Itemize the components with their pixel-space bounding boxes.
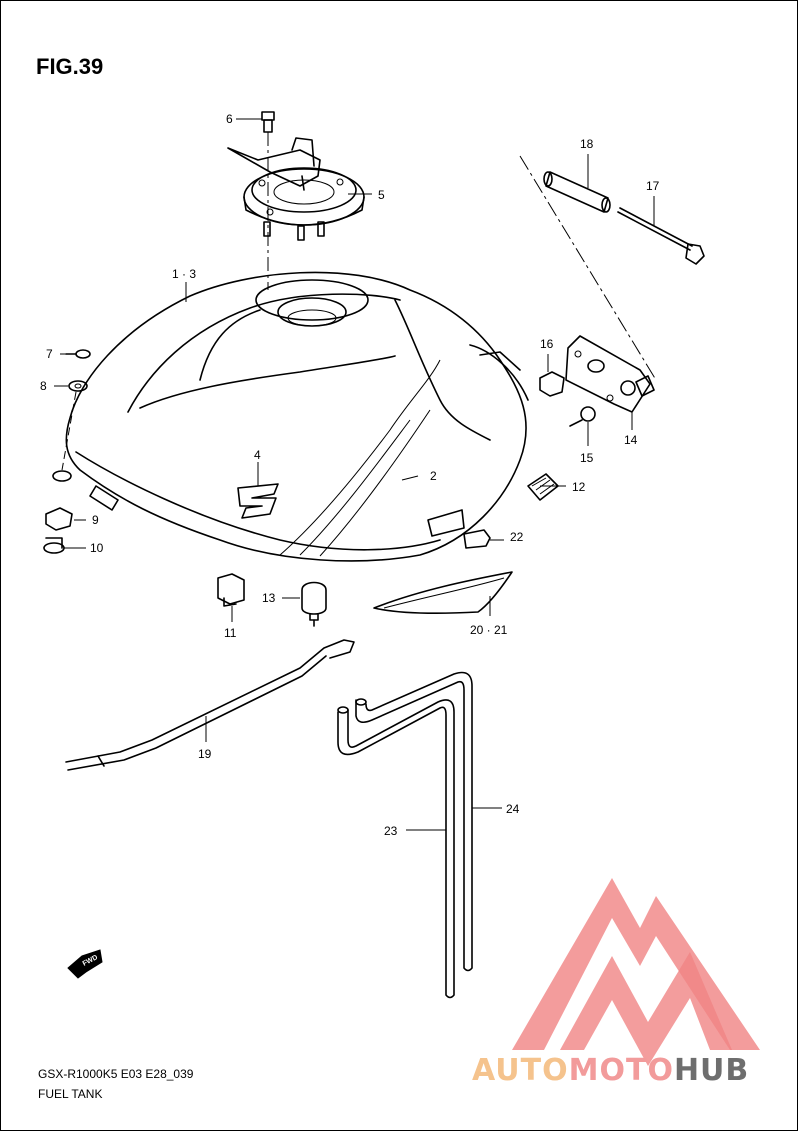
section-name: FUEL TANK — [38, 1087, 102, 1101]
bolt-6[interactable] — [261, 111, 275, 133]
model-code: GSX-R1000K5 E03 E28_039 — [38, 1067, 194, 1081]
bolt-15[interactable] — [569, 406, 596, 427]
clip-22[interactable] — [463, 529, 491, 549]
cover-20-21[interactable] — [373, 571, 513, 614]
tank-bracket-washer[interactable] — [52, 470, 72, 482]
callout-24: 24 — [506, 802, 520, 816]
logo-part-moto: MOTO — [569, 1053, 674, 1088]
callout-18: 18 — [580, 137, 594, 151]
callout-10: 10 — [90, 541, 104, 555]
callout-20-21: 20 · 21 — [470, 623, 508, 637]
callout-19: 19 — [198, 747, 212, 761]
damper-13[interactable] — [301, 581, 327, 627]
callout-14: 14 — [624, 433, 638, 447]
callout-11: 11 — [224, 626, 237, 640]
collar-18[interactable] — [543, 171, 611, 213]
automotohub-logo: AUTOMOTOHUB — [472, 878, 760, 1088]
hose-24[interactable] — [355, 671, 473, 972]
drain-tube-19[interactable] — [65, 639, 355, 771]
callout-12: 12 — [572, 480, 586, 494]
callout-15: 15 — [580, 451, 594, 465]
leader-lines — [54, 118, 655, 831]
clip-11[interactable] — [217, 573, 245, 607]
callout-2: 2 — [430, 469, 437, 483]
figure-title: FIG.39 — [36, 54, 103, 79]
bracket-14[interactable] — [565, 335, 655, 413]
bushing-16[interactable] — [539, 371, 565, 397]
callout-22: 22 — [510, 530, 524, 544]
logo-part-auto: AUTO — [472, 1053, 569, 1088]
hose-23[interactable] — [337, 699, 455, 999]
collar-10[interactable] — [43, 537, 65, 554]
svg-text:AUTOMOTOHUB: AUTOMOTOHUB — [472, 1053, 749, 1088]
pad-12[interactable] — [527, 473, 559, 501]
callout-1-3: 1 · 3 — [172, 267, 196, 281]
cushion-9[interactable] — [45, 507, 73, 531]
callout-16: 16 — [540, 337, 554, 351]
bolt-17[interactable] — [617, 207, 705, 265]
suzuki-emblem[interactable] — [237, 483, 279, 519]
callout-7: 7 — [46, 347, 53, 361]
callout-4: 4 — [254, 448, 261, 462]
callout-17: 17 — [646, 179, 660, 193]
fwd-arrow-icon: FWD — [67, 949, 103, 979]
callout-6: 6 — [226, 112, 233, 126]
callout-9: 9 — [92, 513, 99, 527]
callout-8: 8 — [40, 379, 47, 393]
fuel-tank[interactable] — [65, 271, 529, 562]
callout-23: 23 — [384, 824, 398, 838]
screw-7[interactable] — [65, 349, 91, 359]
fuel-cap-assembly[interactable] — [227, 137, 365, 241]
washer-8[interactable] — [68, 380, 88, 392]
logo-part-hub: HUB — [674, 1053, 749, 1088]
callout-13: 13 — [262, 591, 276, 605]
callout-5: 5 — [378, 188, 385, 202]
